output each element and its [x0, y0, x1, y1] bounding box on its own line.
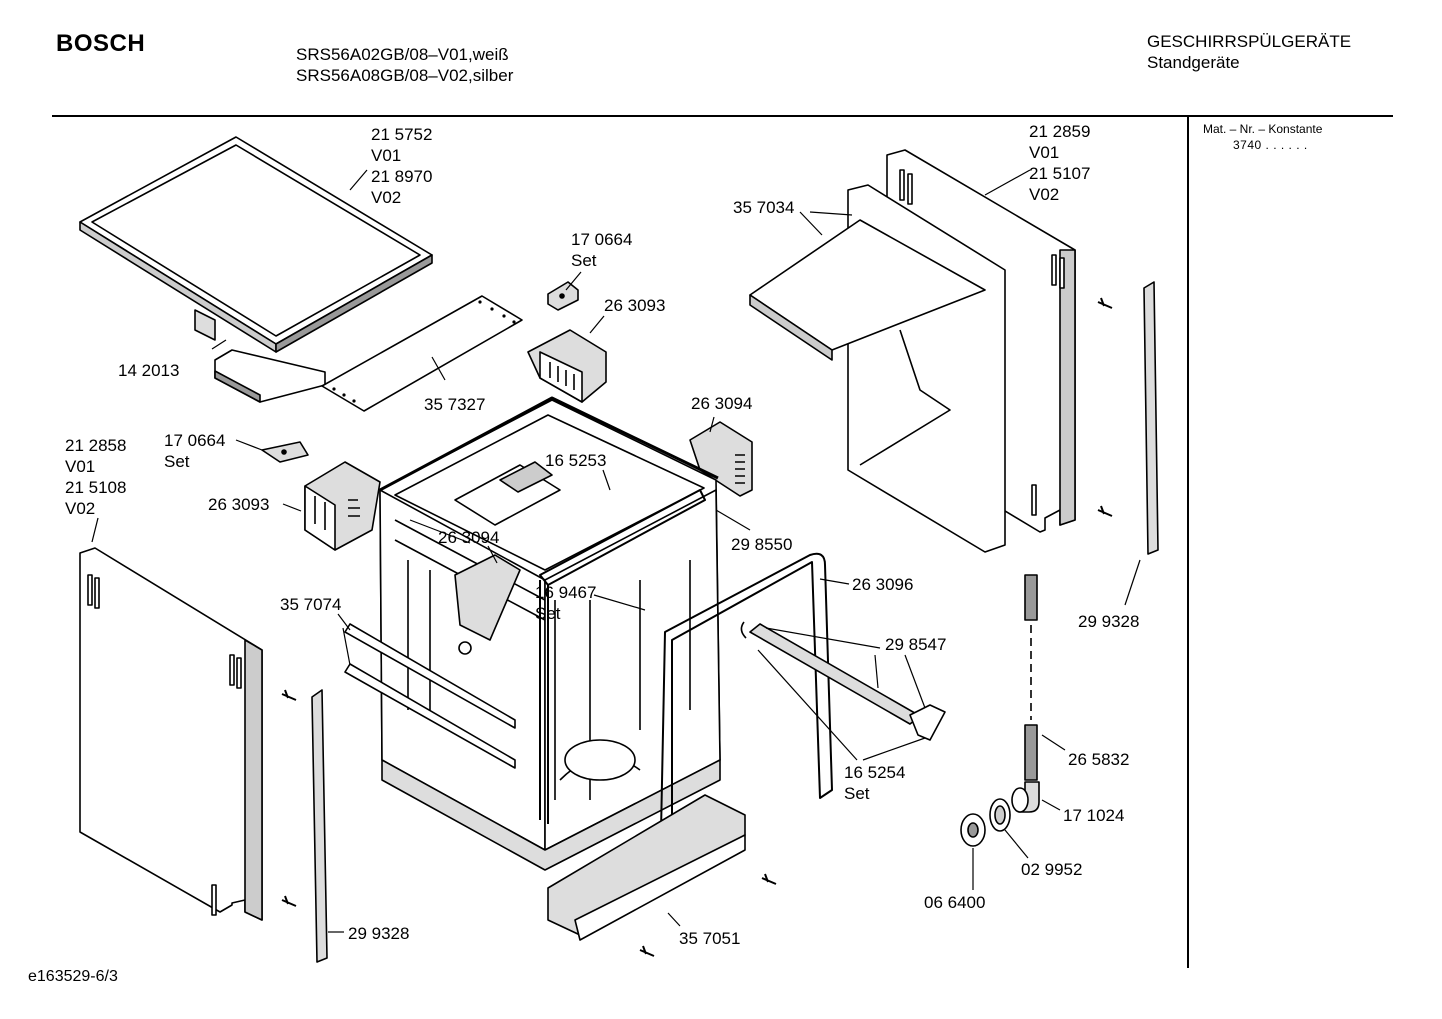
part-label-357034: 35 7034: [733, 198, 795, 217]
part-label-298550: 29 8550: [731, 535, 793, 554]
trim-strip-right: [1143, 281, 1159, 555]
nut-washer-part: [960, 813, 986, 847]
rear-cover-part: [749, 184, 1006, 553]
worktop-part: [79, 136, 433, 353]
plinth-part: [547, 794, 746, 941]
part-label-298547: 29 8547: [885, 635, 947, 654]
part-label-357051: 35 7051: [679, 929, 741, 948]
spray-arm-assembly: [740, 621, 946, 741]
header-divider: [52, 115, 1393, 117]
part-label-171024: 17 1024: [1063, 806, 1125, 825]
part-label-066400: 06 6400: [924, 893, 986, 912]
drain-hose-part: [1024, 574, 1038, 781]
center-hinge-bracket: [454, 554, 521, 655]
part-label-357327: 35 7327: [424, 395, 486, 414]
part-label-263094-right: 26 3094: [691, 394, 753, 413]
part-label-212858: 21 2858 V01 21 5108 V02: [65, 436, 127, 518]
category-subtitle: Standgeräte: [1147, 53, 1240, 72]
hinge-housing-left: [304, 461, 381, 551]
part-label-165253: 16 5253: [545, 451, 607, 470]
part-label-299328-left: 29 9328: [348, 924, 410, 943]
side-panel-value: 3740 . . . . . .: [1233, 138, 1308, 152]
seal-washer-part: [989, 798, 1011, 832]
part-label-212859: 21 2859 V01 21 5107 V02: [1029, 122, 1091, 204]
bracket-left: [261, 441, 309, 463]
part-label-263093-top: 26 3093: [604, 296, 666, 315]
bracket-top: [547, 281, 579, 311]
part-label-265832: 26 5832: [1068, 750, 1130, 769]
part-label-165254: 16 5254 Set: [844, 763, 906, 803]
part-label-169467: 16 9467 Set: [535, 583, 597, 623]
leader-lines: [91, 169, 1141, 933]
trim-strip-left: [311, 689, 328, 963]
category-title: GESCHIRRSPÜLGERÄTE: [1147, 32, 1352, 51]
part-label-170664-left: 17 0664 Set: [164, 431, 226, 471]
part-label-299328-right: 29 9328: [1078, 612, 1140, 631]
model-line-2: SRS56A08GB/08–V02,silber: [296, 66, 514, 85]
door-seal-part: [659, 552, 833, 883]
model-line-1: SRS56A02GB/08–V01,weiß: [296, 45, 509, 64]
part-label-029952: 02 9952: [1021, 860, 1083, 879]
screw-parts: [281, 297, 1113, 957]
hinge-housing-top: [527, 329, 607, 403]
part-label-357074: 35 7074: [280, 595, 342, 614]
part-label-170664-top: 17 0664 Set: [571, 230, 633, 270]
document-id: e163529-6/3: [28, 968, 118, 985]
side-panel-title: Mat. – Nr. – Konstante: [1203, 122, 1323, 136]
brand-logo: BOSCH: [56, 30, 146, 57]
worktop-support-part: [194, 309, 326, 403]
rail-strip-part: [321, 295, 523, 412]
part-label-263093-left: 26 3093: [208, 495, 270, 514]
part-label-215752: 21 5752 V01 21 8970 V02: [371, 125, 433, 207]
side-panel-divider: [1187, 116, 1189, 968]
part-label-263094-center: 26 3094: [438, 528, 500, 547]
door-seal-frame: [379, 396, 719, 824]
basket-rails: [344, 623, 516, 769]
side-panel-left: [79, 547, 263, 921]
part-label-263096: 26 3096: [852, 575, 914, 594]
part-label-142013: 14 2013: [118, 361, 180, 380]
drain-elbow-part: [1011, 781, 1040, 813]
